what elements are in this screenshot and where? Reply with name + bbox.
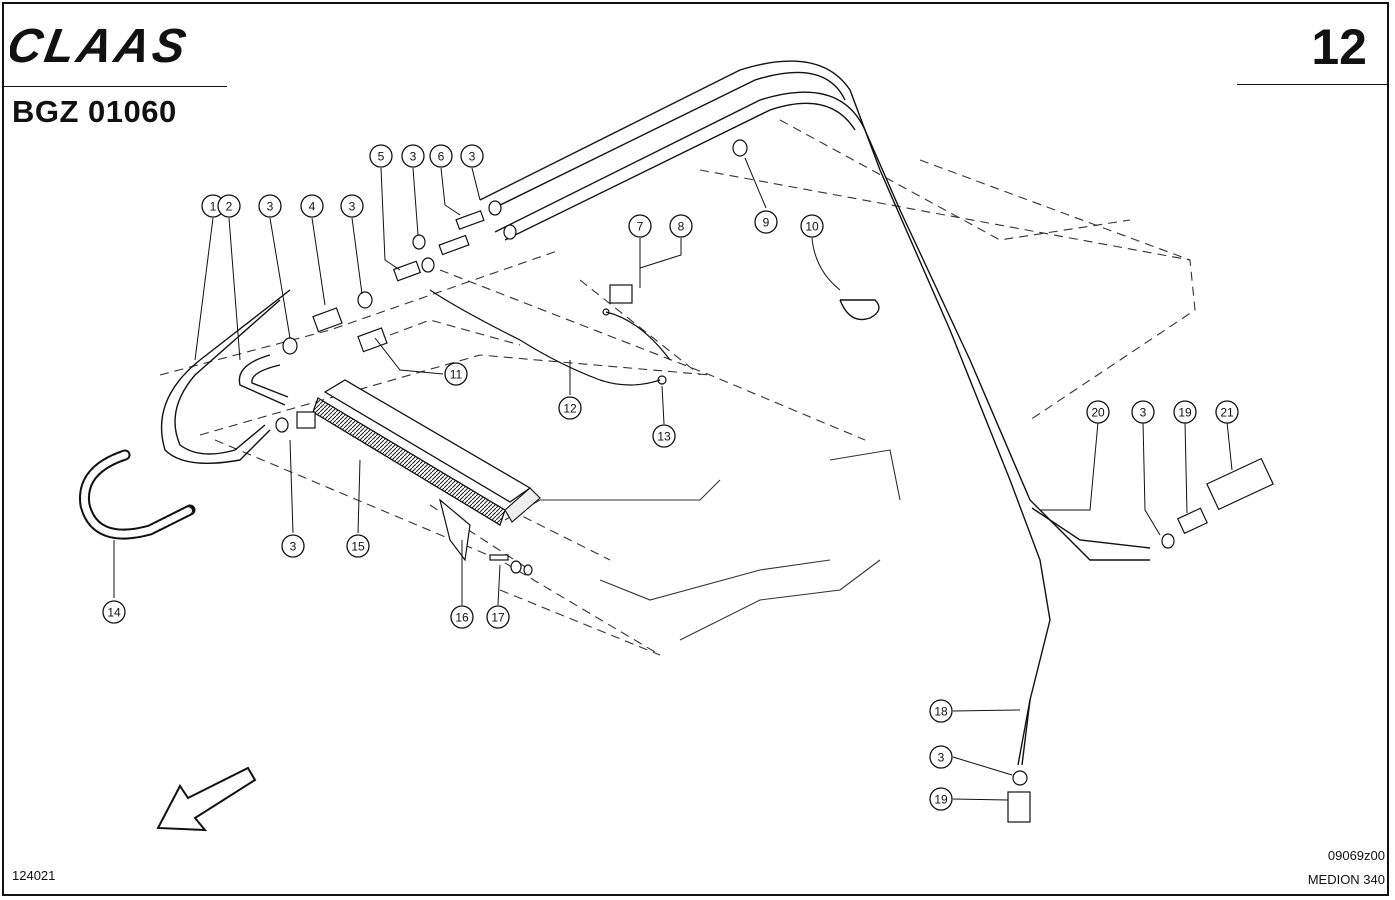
callout-label: 7 <box>637 220 644 234</box>
cable-12 <box>429 289 661 386</box>
callout-label: 10 <box>805 220 819 234</box>
callout-7: 7 <box>628 214 652 238</box>
callout-label: 3 <box>410 150 417 164</box>
page-number-rule <box>1237 84 1389 85</box>
callout-label: 1 <box>210 200 217 214</box>
oil-cooler-15 <box>312 379 541 526</box>
callout-16: 16 <box>450 605 474 629</box>
callout-14: 14 <box>102 600 126 624</box>
callout-3: 3 <box>340 194 364 218</box>
claas-logo: CLAAS <box>10 22 193 68</box>
callout-label: 2 <box>226 200 233 214</box>
leader-lines <box>113 157 1233 801</box>
callout-3: 3 <box>1131 400 1155 424</box>
callout-label: 14 <box>107 606 121 620</box>
header-rule <box>2 86 227 87</box>
callout-19: 19 <box>929 787 953 811</box>
callout-10: 10 <box>800 214 824 238</box>
callout-label: 16 <box>455 611 469 625</box>
callout-3: 3 <box>401 144 425 168</box>
callout-label: 17 <box>491 611 505 625</box>
callout-label: 13 <box>657 430 671 444</box>
callout-4: 4 <box>300 194 324 218</box>
callout-13: 13 <box>652 424 676 448</box>
callout-19: 19 <box>1173 400 1197 424</box>
callout-18: 18 <box>929 699 953 723</box>
callout-8: 8 <box>669 214 693 238</box>
callout-15: 15 <box>346 534 370 558</box>
callout-17: 17 <box>486 605 510 629</box>
left-hoses <box>160 289 291 464</box>
callout-label: 8 <box>678 220 685 234</box>
clamp-10 <box>839 299 880 321</box>
callout-label: 3 <box>1140 406 1147 420</box>
callout-label: 3 <box>469 150 476 164</box>
callout-12: 12 <box>558 396 582 420</box>
callout-label: 3 <box>938 751 945 765</box>
callout-2: 2 <box>217 194 241 218</box>
callout-label: 5 <box>378 150 385 164</box>
page-number: 12 <box>1311 19 1367 75</box>
callout-21: 21 <box>1215 400 1239 424</box>
footer-reference: 124021 <box>12 868 56 883</box>
callout-6: 6 <box>429 144 453 168</box>
small-fittings <box>275 139 1274 823</box>
callout-label: 3 <box>290 540 297 554</box>
callout-3: 3 <box>460 144 484 168</box>
callout-label: 3 <box>267 200 274 214</box>
callout-9: 9 <box>754 210 778 234</box>
callout-3: 3 <box>281 534 305 558</box>
callout-11: 11 <box>444 362 468 386</box>
drawing-reference: 09069z00 <box>1327 848 1385 863</box>
callout-5: 5 <box>369 144 393 168</box>
callout-label: 20 <box>1091 406 1105 420</box>
callout-label: 9 <box>763 216 770 230</box>
callout-label: 19 <box>1178 406 1192 420</box>
callout-label: 18 <box>934 705 948 719</box>
callout-20: 20 <box>1086 400 1110 424</box>
machine-model: MEDION 340 <box>1307 872 1385 887</box>
callout-label: 3 <box>349 200 356 214</box>
brand-text: CLAAS <box>10 22 193 68</box>
machine-outline-solid <box>504 449 901 641</box>
callout-label: 19 <box>934 793 948 807</box>
callout-label: 11 <box>450 368 463 382</box>
callout-label: 6 <box>438 150 445 164</box>
callout-label: 12 <box>563 402 577 416</box>
main-hose-pair <box>479 60 1151 766</box>
callout-3: 3 <box>258 194 282 218</box>
callout-label: 15 <box>351 540 365 554</box>
callout-label: 21 <box>1220 406 1234 420</box>
travel-direction-arrow-icon <box>156 766 257 832</box>
callout-label: 4 <box>309 200 316 214</box>
callout-3: 3 <box>929 745 953 769</box>
document-code: BGZ 01060 <box>12 94 177 129</box>
